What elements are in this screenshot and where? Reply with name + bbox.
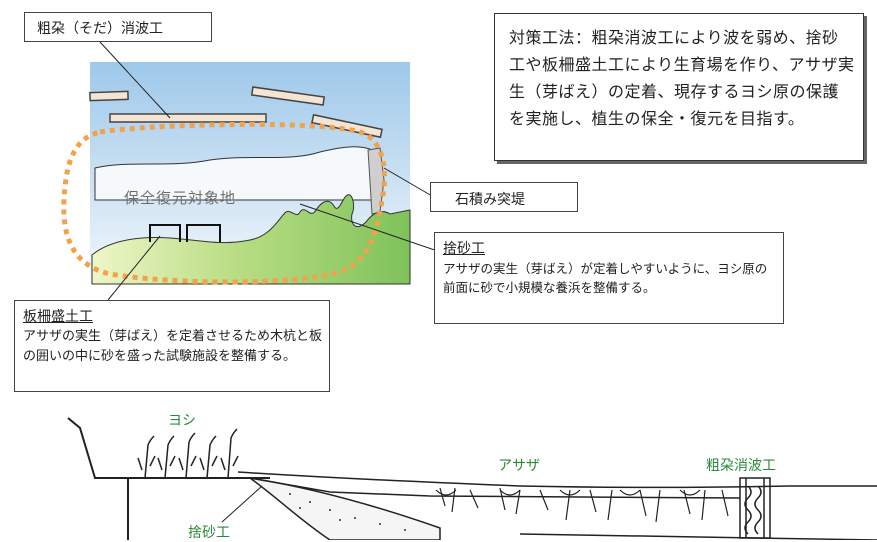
bottom-line	[519, 533, 877, 540]
taisaku-callout: 対策工法：粗朶消波工により波を弱め、捨砂工や板柵盛土工により生育場を作り、アサザ…	[494, 13, 864, 161]
soda-section-label: 粗朶消波工	[706, 458, 776, 474]
breakwater-bar	[109, 113, 267, 123]
soda-breakwater-section	[739, 477, 771, 539]
sutesuna-callout: 捨砂工 アサザの実生（芽ばえ）が定着しやすいように、ヨシ原の前面に砂で小規模な養…	[434, 232, 784, 324]
taisaku-text: 対策工法：粗朶消波工により波を弱め、捨砂工や板柵盛土工により生育場を作り、アサザ…	[509, 28, 855, 128]
itasaku-body: アサザの実生（芽ばえ）を定着させるため木杭と板の囲いの中に砂を盛った試験施設を整…	[23, 329, 323, 364]
breakwater-bar	[250, 86, 326, 106]
ishizumi-callout: 石積み突堤	[430, 182, 578, 212]
leader-itasaku	[107, 235, 161, 301]
land-area	[91, 194, 411, 285]
lake-bed	[249, 477, 741, 499]
shoreline	[94, 146, 373, 201]
bank-profile	[67, 417, 270, 479]
sand-dots	[289, 493, 406, 531]
soda-callout: 粗朶（そだ）消波工	[24, 12, 212, 42]
sutesuna-sand-fill	[249, 477, 441, 540]
leader-soda	[99, 41, 171, 119]
target-area-label: 保全復元対象地	[124, 189, 237, 207]
itasaku-callout: 板柵盛土工 アサザの実生（芽ばえ）を定着させるため木杭と板の囲いの中に砂を盛った…	[14, 300, 330, 392]
soda-breakwater-bars	[89, 86, 383, 139]
sutesuna-section-label: 捨砂工	[188, 525, 230, 541]
sutesuna-title: 捨砂工	[443, 241, 485, 257]
target-area-boundary	[61, 121, 387, 285]
reed-plants	[137, 428, 239, 479]
sutesuna-body: アサザの実生（芽ばえ）が定着しやすいように、ヨシ原の前面に砂で小規模な養浜を整備…	[443, 261, 768, 295]
leader-section-sutesuna	[221, 485, 263, 523]
leader-ishizumi	[383, 167, 433, 197]
water-surface	[237, 471, 877, 489]
ishizumi-title: 石積み突堤	[455, 192, 525, 208]
asaza-plants	[435, 487, 729, 523]
soda-callout-title: 粗朶（そだ）消波工	[37, 21, 163, 37]
itasaku-title: 板柵盛土工	[23, 309, 93, 325]
itasaku-enclosure-2	[186, 224, 221, 242]
itasaku-enclosure-1	[149, 224, 181, 242]
yoshi-label: ヨシ	[168, 413, 196, 429]
breakwater-bar	[89, 90, 129, 102]
leader-sutesuna	[299, 203, 459, 259]
asaza-label: アサザ	[498, 458, 540, 474]
